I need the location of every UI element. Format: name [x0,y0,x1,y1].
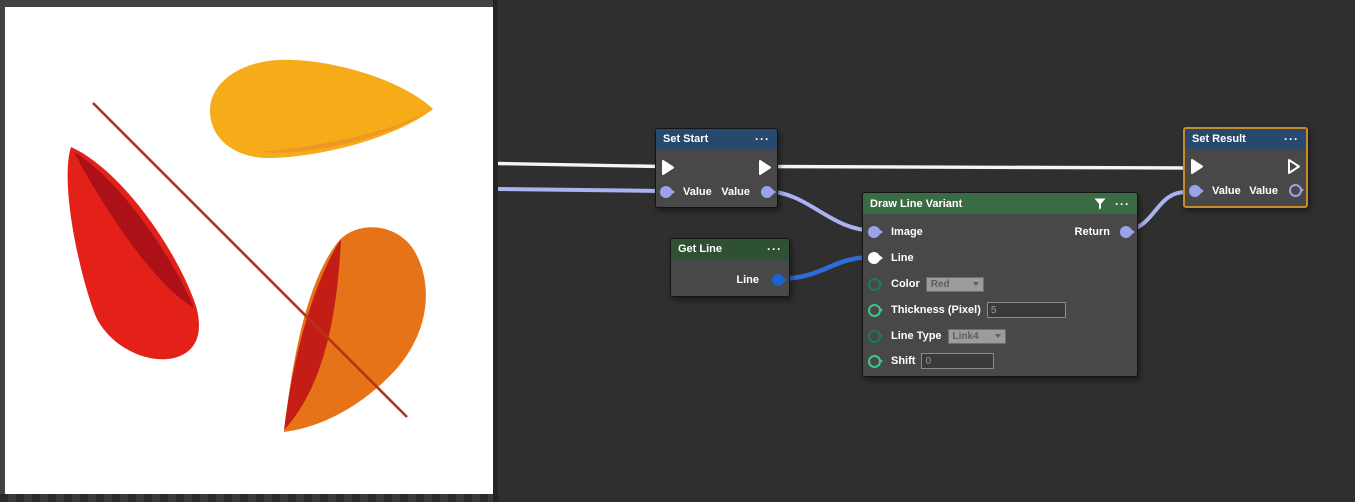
transparency-checker-strip [0,494,493,502]
line-type-dropdown-value: Link4 [952,330,979,342]
image-in-port[interactable] [868,226,883,238]
exec-out-pin[interactable] [758,159,772,176]
node-draw-line-variant-header[interactable]: Draw Line Variant ··· [863,193,1137,214]
value-out-label: Value [1249,185,1278,197]
more-options-icon[interactable]: ··· [1284,132,1299,146]
value-in-label: Value [1212,185,1241,197]
wire-value-start-to-image[interactable] [764,189,876,233]
node-title: Get Line [678,243,723,255]
node-set-start-header[interactable]: Set Start ··· [656,129,777,149]
node-draw-line-variant[interactable]: Draw Line Variant ··· Image Return Line [862,192,1138,377]
row-thickness: Thickness (Pixel) [863,297,1137,323]
orange-petal-shade [284,239,341,430]
more-options-icon[interactable]: ··· [755,132,770,146]
dropdown-chevron-icon [994,334,1001,338]
row-image: Image [863,219,1137,245]
image-preview-panel [0,0,498,502]
red-petal-shape [67,147,199,360]
node-title: Set Result [1192,133,1246,145]
line-type-label: Line Type [891,330,942,342]
more-options-icon[interactable]: ··· [767,242,782,256]
node-title: Set Start [663,133,709,145]
yellow-petal-shade [258,109,433,153]
thickness-input[interactable] [986,302,1066,318]
line-out-port[interactable] [772,274,787,286]
line-type-dropdown[interactable]: Link4 [947,328,1006,344]
wire-line-getline-to-draw[interactable] [780,254,876,282]
dropdown-chevron-icon [972,282,979,286]
more-options-icon[interactable]: ··· [1115,196,1130,211]
value-out-port[interactable] [761,186,776,198]
yellow-petal-shape [209,59,433,159]
line-label: Line [891,252,914,264]
value-out-label: Value [721,186,750,198]
shift-input[interactable] [921,353,995,369]
image-preview [5,7,493,494]
wire-exec-start-to-result[interactable] [768,164,1189,170]
node-get-line[interactable]: Get Line ··· Line [670,238,790,297]
node-get-line-header[interactable]: Get Line ··· [671,239,789,259]
row-color: Color Red [863,271,1137,297]
image-label: Image [891,226,923,238]
value-in-port[interactable] [660,186,675,198]
row-line: Line [863,245,1137,271]
shift-in-port[interactable] [868,354,883,368]
color-dropdown-value: Red [930,278,950,290]
exec-in-pin[interactable] [1190,158,1204,175]
preview-artwork [67,59,433,432]
row-line-type: Line Type Link4 [863,323,1137,349]
exec-in-pin[interactable] [661,159,675,176]
filter-icon [1094,198,1106,209]
red-petal-shade [74,152,194,308]
node-graph-canvas[interactable]: Set Start ··· Value Value Get Line ··· L… [498,0,1355,502]
line-type-in-port[interactable] [868,329,883,343]
node-set-result[interactable]: Set Result ··· Value Value [1183,127,1308,208]
node-title: Draw Line Variant [870,197,963,210]
node-set-start[interactable]: Set Start ··· Value Value [655,128,778,208]
wire-exec-in[interactable] [498,161,663,169]
return-label: Return [1074,226,1110,238]
thickness-in-port[interactable] [868,303,883,317]
panel-separator [493,0,498,502]
exec-out-pin[interactable] [1287,158,1301,175]
drawn-diagonal-line [92,102,408,418]
return-out-port[interactable] [1120,226,1135,238]
orange-petal-shape [284,227,426,432]
value-out-port[interactable] [1289,184,1304,197]
row-shift: Shift [863,348,1137,374]
color-dropdown[interactable]: Red [925,276,984,292]
value-in-port[interactable] [1189,185,1204,197]
shift-label: Shift [891,355,916,367]
value-in-label: Value [683,186,712,198]
node-set-result-header[interactable]: Set Result ··· [1185,129,1306,149]
color-in-port[interactable] [868,277,883,291]
color-label: Color [891,278,920,290]
line-out-label: Line [736,274,759,286]
line-in-port[interactable] [868,252,883,264]
thickness-label: Thickness (Pixel) [891,304,981,316]
wire-value-in[interactable] [498,187,663,193]
